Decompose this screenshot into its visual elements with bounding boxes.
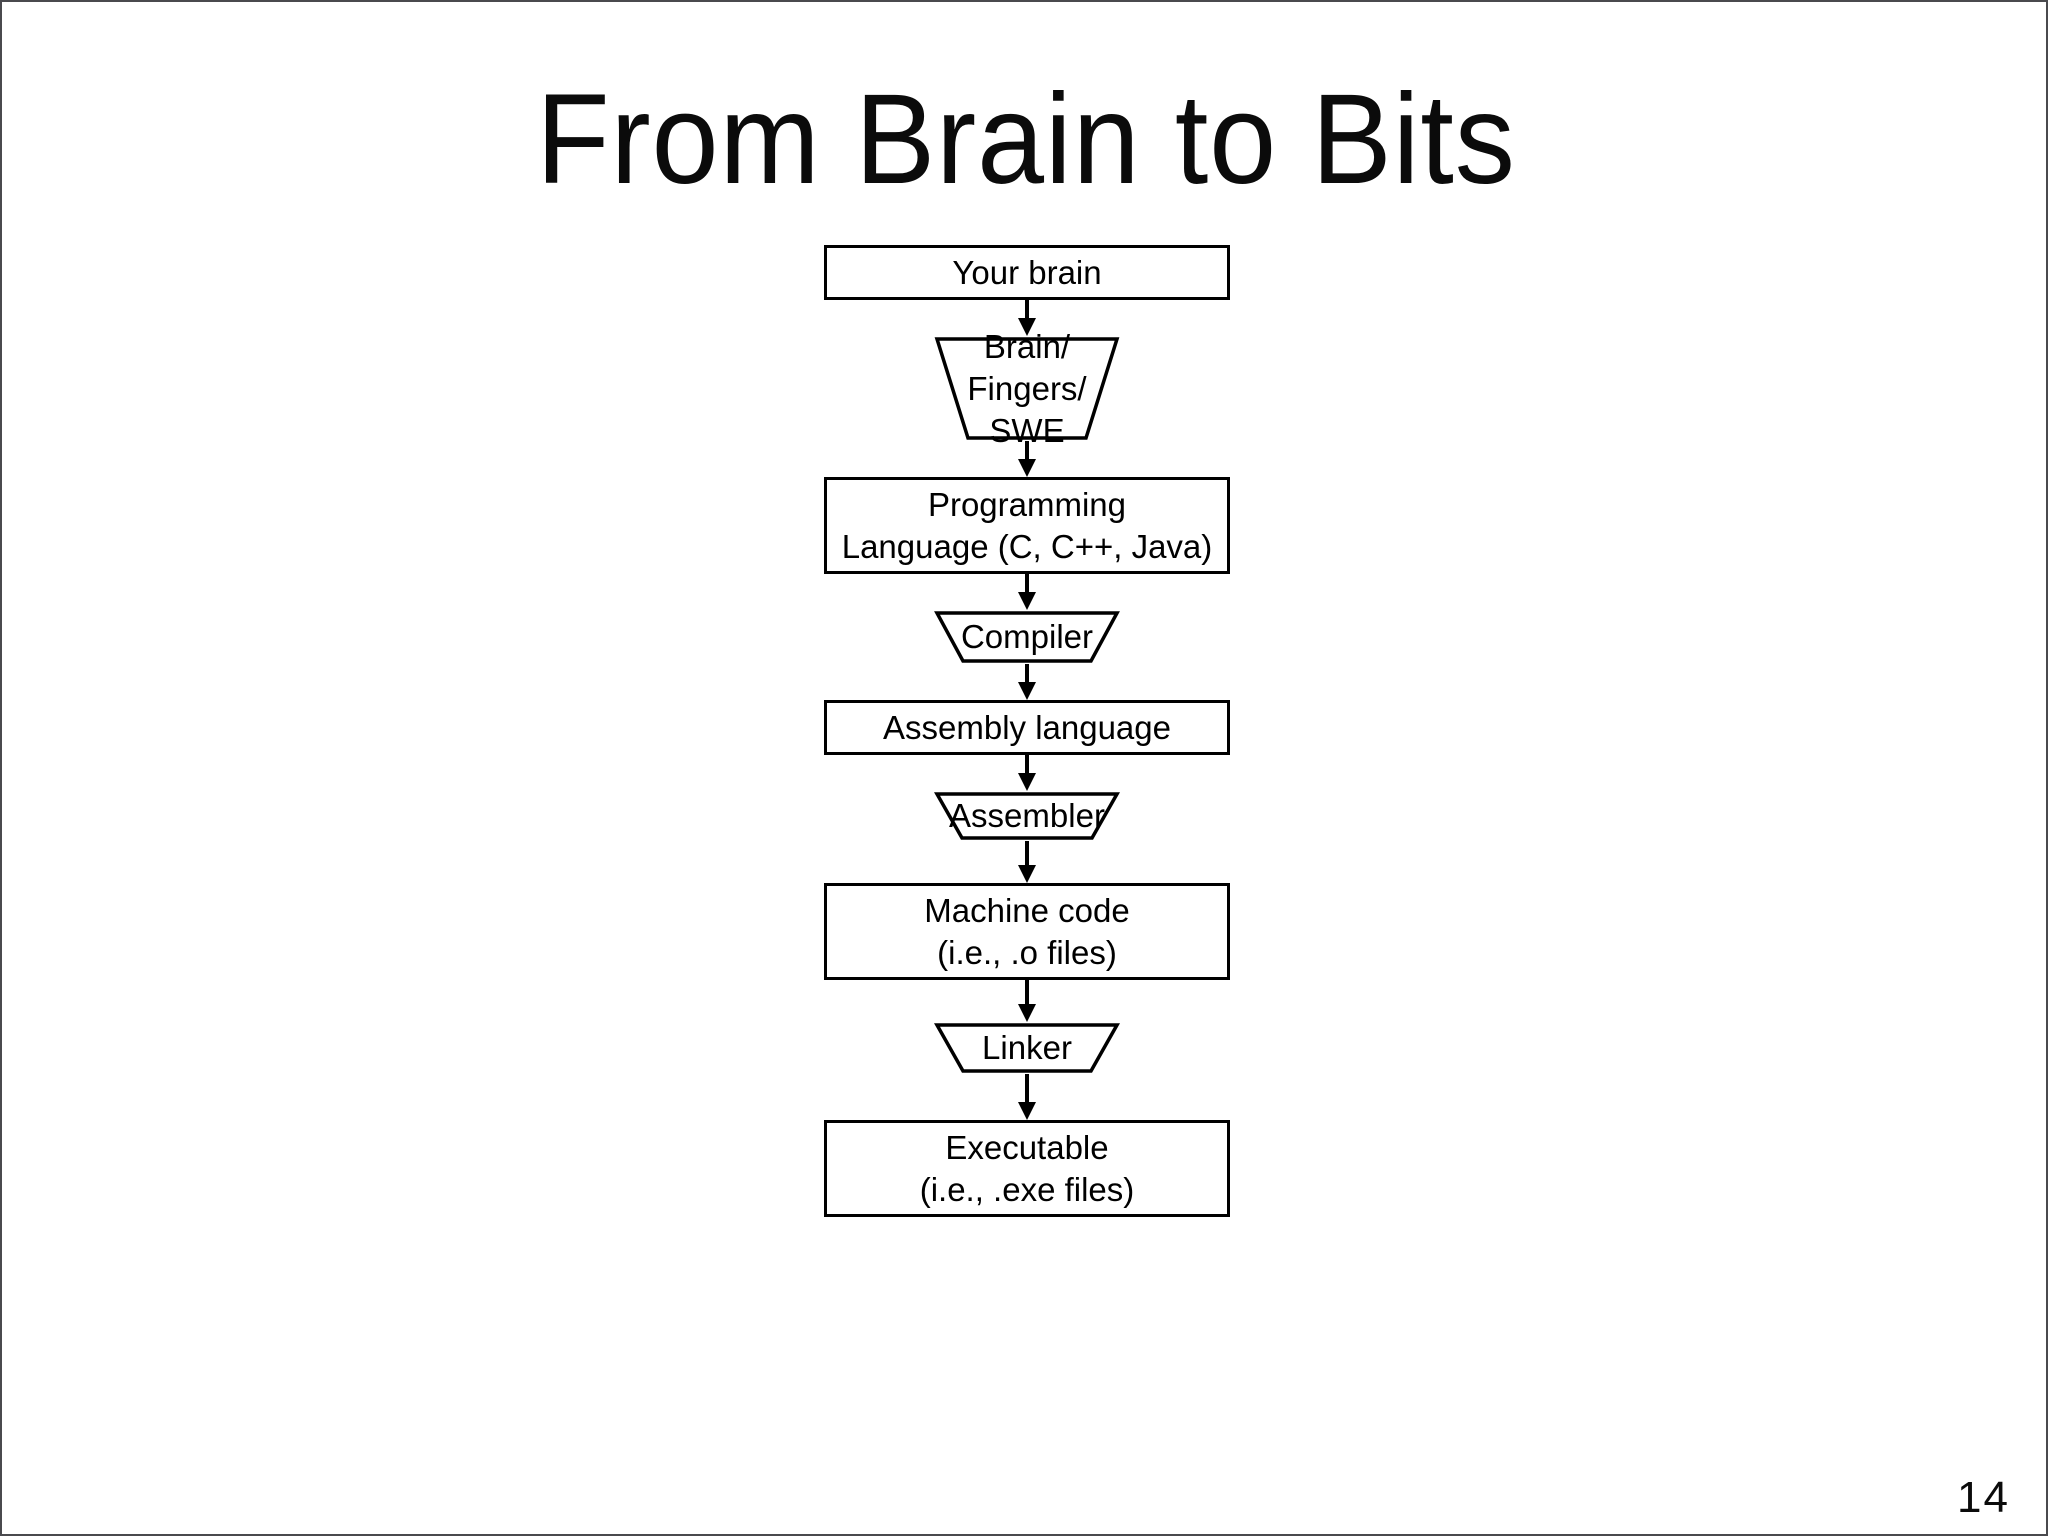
flow-node-executable[interactable]: Executable (i.e., .exe files) (824, 1120, 1230, 1217)
page-number: 14 (1957, 1473, 2010, 1522)
flow-arrow-3 (1015, 574, 1039, 610)
flow-node-assembler[interactable]: Assembler (934, 791, 1120, 841)
flow-node-label: Assembler (949, 797, 1105, 834)
flow-arrow-5 (1015, 755, 1039, 791)
flowchart: Your brain Brain/ Fingers/ SWE Programmi… (824, 245, 1230, 1217)
flow-node-machine-code[interactable]: Machine code (i.e., .o files) (824, 883, 1230, 980)
flow-node-your-brain[interactable]: Your brain (824, 245, 1230, 300)
flow-arrow-7 (1015, 980, 1039, 1022)
flow-arrow-2 (1015, 441, 1039, 477)
flow-node-linker[interactable]: Linker (934, 1022, 1120, 1074)
flow-arrow-4 (1015, 664, 1039, 700)
flow-node-programming-language[interactable]: Programming Language (C, C++, Java) (824, 477, 1230, 574)
flow-arrow-1 (1015, 300, 1039, 336)
flow-node-assembly-language[interactable]: Assembly language (824, 700, 1230, 755)
flow-node-compiler[interactable]: Compiler (934, 610, 1120, 664)
flow-arrow-8 (1015, 1074, 1039, 1120)
page-title: From Brain to Bits (536, 68, 1516, 211)
flow-node-label: Compiler (960, 618, 1094, 655)
flow-node-label: Brain/ Fingers/ SWE (967, 327, 1087, 449)
flow-arrow-6 (1015, 841, 1039, 883)
flow-node-brain-fingers-swe[interactable]: Brain/ Fingers/ SWE (934, 328, 1120, 449)
flow-node-label: Linker (982, 1029, 1072, 1066)
